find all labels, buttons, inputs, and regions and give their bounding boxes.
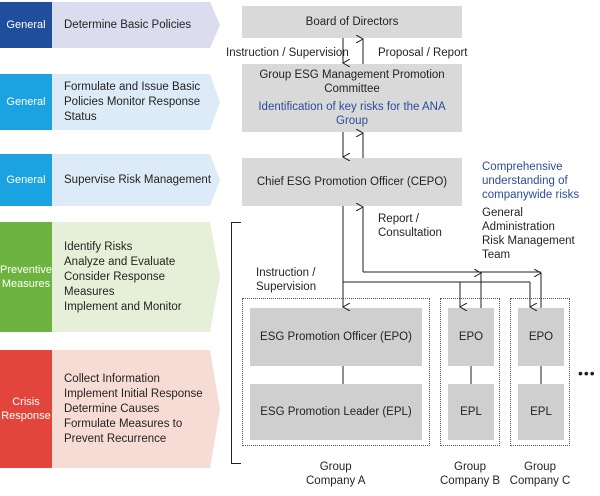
group-company-b-label: Group Company B bbox=[440, 461, 501, 487]
group-company-a-label: Group Company A bbox=[306, 461, 366, 487]
epo-b-box: EPO bbox=[448, 308, 494, 366]
category-label: Crisis Response bbox=[1, 396, 51, 422]
epo-c-box: EPO bbox=[518, 308, 564, 366]
step-arrow bbox=[52, 222, 220, 332]
proposal-report-label: Proposal / Report bbox=[378, 47, 468, 59]
bracket-bottom bbox=[231, 463, 241, 464]
instruction-supervision-label-2: Instruction / Supervision bbox=[256, 267, 317, 293]
category-general: General bbox=[0, 74, 52, 130]
epl-b-box: EPL bbox=[448, 384, 494, 440]
group-company-c-frame bbox=[510, 298, 570, 446]
more-companies-ellipsis: ••• bbox=[578, 365, 596, 381]
epl-c-box: EPL bbox=[518, 384, 564, 440]
step-arrow bbox=[52, 2, 220, 48]
report-consultation-label: Report / Consultation bbox=[378, 213, 442, 239]
step-text: Formulate and Issue Basic Policies Monit… bbox=[64, 80, 201, 123]
instruction-supervision-label: Instruction / Supervision bbox=[226, 47, 349, 59]
step-text: Determine Basic Policies bbox=[64, 18, 192, 31]
step-arrow bbox=[52, 74, 220, 130]
category-label: General bbox=[6, 19, 46, 31]
category-label: General bbox=[6, 174, 46, 186]
step-arrow bbox=[52, 154, 220, 206]
bracket-top bbox=[231, 222, 241, 223]
category-label: General bbox=[6, 96, 46, 108]
committee-box: Group ESG Management Promotion Committee… bbox=[242, 64, 462, 132]
category-label: Preventive Measures bbox=[0, 264, 52, 290]
epl-a-box: ESG Promotion Leader (EPL) bbox=[250, 384, 422, 440]
group-company-c-label: Group Company C bbox=[509, 461, 571, 487]
step-arrow bbox=[52, 350, 220, 468]
group-company-b-frame bbox=[440, 298, 500, 446]
group-company-a-frame bbox=[242, 298, 430, 446]
admin-team-label: General Administration Risk Management T… bbox=[482, 207, 575, 261]
category-general: General bbox=[0, 154, 52, 206]
step-text: Collect Information Implement Initial Re… bbox=[64, 372, 203, 445]
cepo-box: Chief ESG Promotion Officer (CEPO) bbox=[242, 158, 462, 206]
bracket-line bbox=[231, 222, 232, 464]
step-text: Supervise Risk Management bbox=[64, 173, 212, 186]
board-of-directors-box: Board of Directors bbox=[242, 6, 462, 38]
epo-a-box: ESG Promotion Officer (EPO) bbox=[250, 308, 422, 366]
category-preventive: Preventive Measures bbox=[0, 222, 52, 332]
comprehensive-understanding-note: Comprehensive understanding of companywi… bbox=[482, 161, 580, 201]
category-crisis: Crisis Response bbox=[0, 350, 52, 468]
category-general: General bbox=[0, 2, 52, 48]
step-text: Identify Risks Analyze and Evaluate Cons… bbox=[64, 240, 182, 313]
